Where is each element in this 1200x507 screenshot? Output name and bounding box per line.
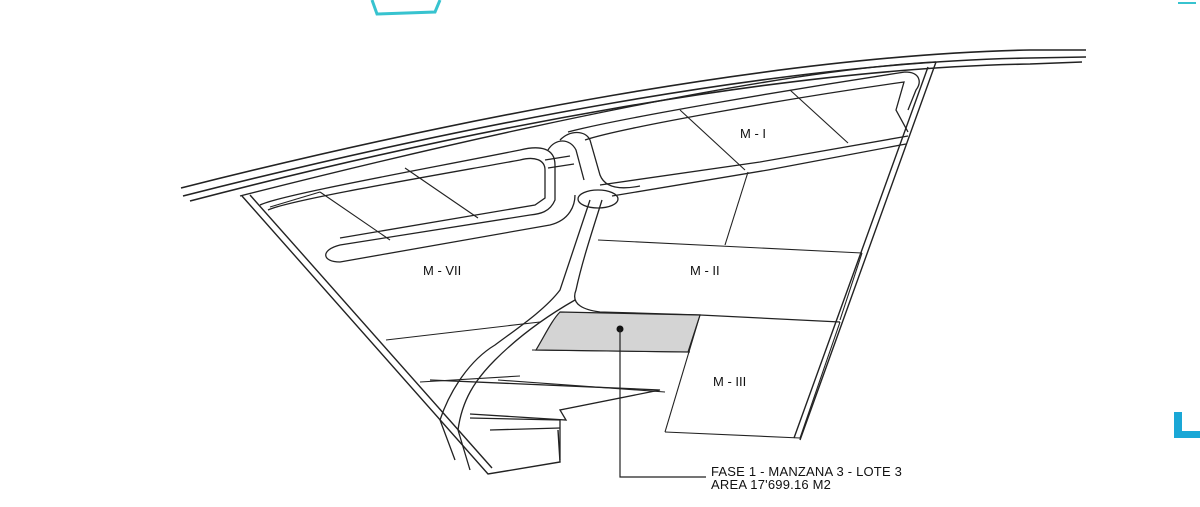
callout-pointer: [616, 325, 706, 478]
partial-logo-letter: [1174, 412, 1200, 438]
block-label-m2: M - II: [690, 263, 720, 278]
block-label-m3: M - III: [713, 374, 746, 389]
highway-boundary: [180, 49, 1087, 202]
block-label-m7: M - VII: [423, 263, 461, 278]
callout-lot-id: FASE 1 - MANZANA 3 - LOTE 3: [711, 464, 903, 479]
highlighted-lot: [534, 311, 701, 353]
callout-area: AREA 17'699.16 M2: [711, 477, 832, 492]
cyan-fragment: [370, 0, 442, 16]
internal-roads: [259, 71, 920, 471]
block-label-m1: M - I: [740, 126, 766, 141]
lot-callout: FASE 1 - MANZANA 3 - LOTE 3 AREA 17'699.…: [711, 465, 902, 491]
site-boundary: [239, 61, 937, 475]
